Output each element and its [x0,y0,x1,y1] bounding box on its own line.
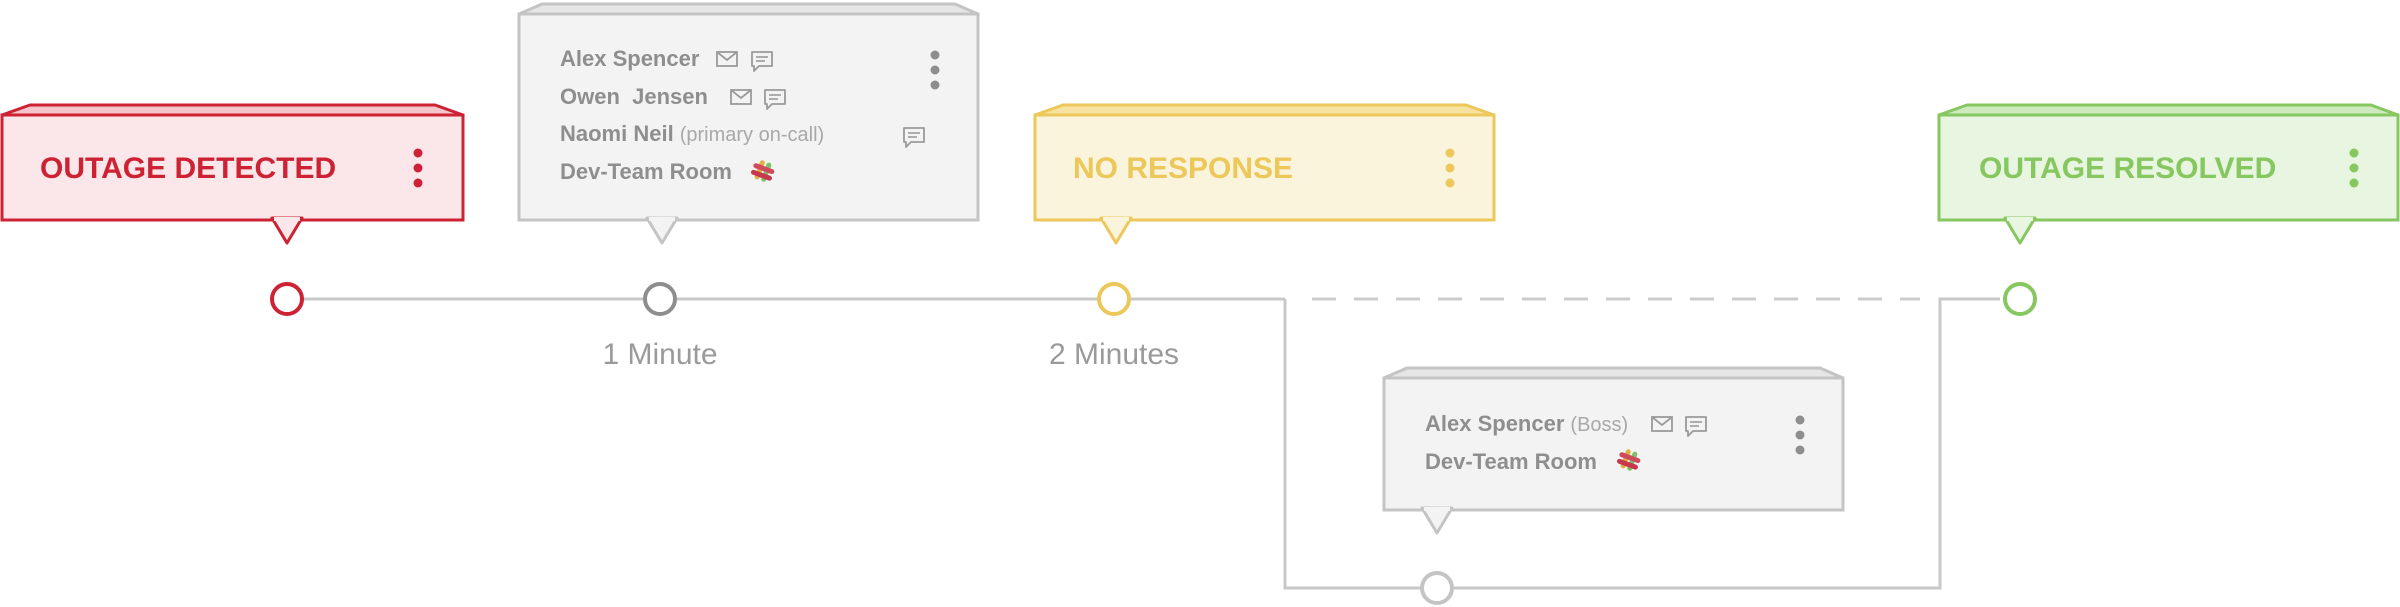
kebab-menu-icon[interactable] [2349,148,2359,188]
contact-name-text: Alex Spencer [1425,411,1565,436]
event-card-outage-resolved[interactable]: OUTAGE RESOLVED [1937,103,2400,245]
timeline-node-step-1[interactable] [643,282,677,316]
timeline-node-resolved[interactable] [2003,282,2037,316]
contact-row: Alex Spencer [560,46,773,72]
contact-row: Naomi Neil (primary on-call) [560,121,925,148]
timeline-label-1-minute: 1 Minute [602,338,717,371]
contact-row: Dev-Team Room [560,159,776,184]
contact-note: (primary on-call) [680,124,824,146]
timeline-line-escalation-branch [1283,297,2000,590]
kebab-menu-icon[interactable] [413,148,423,188]
timeline-nodes [270,282,2037,605]
timeline-node-detected[interactable] [270,282,304,316]
kebab-menu-icon[interactable] [1795,415,1805,455]
escalation-card-step-1[interactable]: Alex Spencer Owen Jensen Naomi Neil (prim… [517,2,980,245]
contact-name: Dev-Team Room [560,159,732,184]
timeline-label-2-minutes: 2 Minutes [1049,338,1179,371]
timeline-node-no-response[interactable] [1097,282,1131,316]
contact-row: Alex Spencer(Boss) [1425,411,1707,437]
contact-name: Alex Spencer(Boss) [1425,411,1628,436]
timeline-node-step-2[interactable] [1420,571,1454,605]
contact-name: Dev-Team Room [1425,449,1597,474]
event-card-no-response[interactable]: NO RESPONSE [1033,103,1496,245]
escalation-card-step-2[interactable]: Alex Spencer(Boss) Dev-Team Room [1382,366,1845,535]
contact-name: Alex Spencer [560,46,700,71]
event-title: OUTAGE DETECTED [40,152,336,185]
contact-row: Dev-Team Room [1425,448,1642,474]
contact-name: Naomi Neil (primary on-call) [560,121,824,146]
kebab-menu-icon[interactable] [1445,148,1455,188]
contact-row: Owen Jensen [560,84,786,110]
kebab-menu-icon[interactable] [930,50,940,90]
event-title: OUTAGE RESOLVED [1979,152,2276,185]
contact-name-text: Naomi Neil [560,121,674,146]
contact-name: Owen Jensen [560,84,708,109]
event-card-outage-detected[interactable]: OUTAGE DETECTED [0,103,465,245]
event-title: NO RESPONSE [1073,152,1293,185]
contact-note: (Boss) [1570,414,1628,436]
